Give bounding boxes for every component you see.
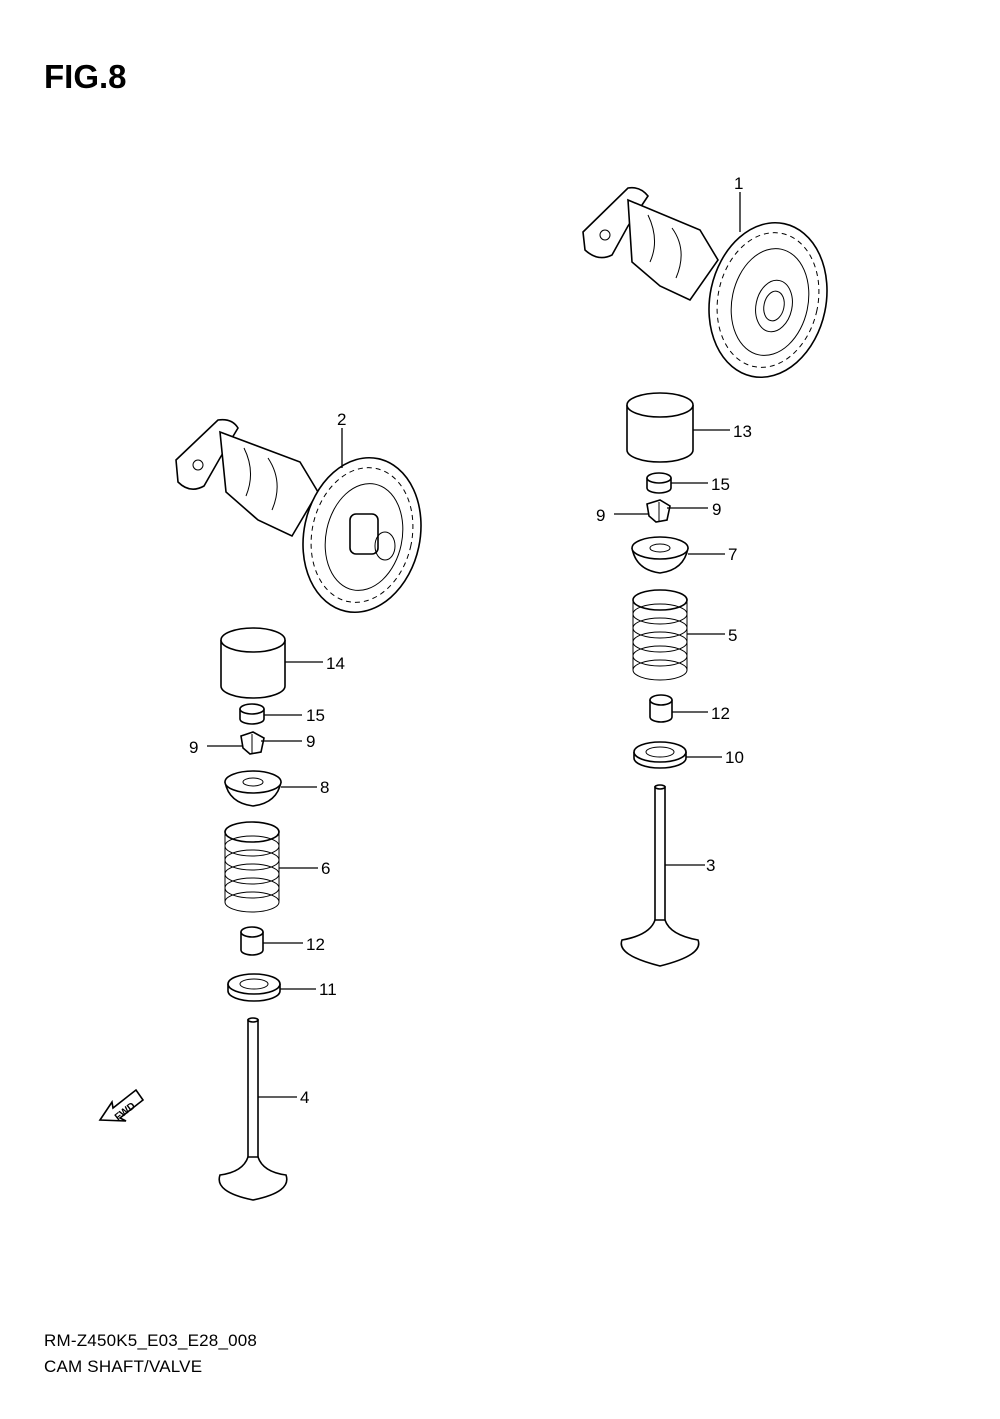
- camshaft-2: [175, 418, 422, 614]
- spring-retainer-8: [224, 770, 282, 807]
- callout-15-right: 15: [711, 475, 730, 494]
- figure-title: FIG.8: [44, 58, 127, 95]
- valve-cotter-9-left: [240, 731, 265, 755]
- callout-5: 5: [728, 626, 737, 645]
- callout-6: 6: [321, 859, 330, 878]
- callout-4: 4: [300, 1088, 309, 1107]
- spring-seat-10: [633, 741, 687, 769]
- model-code: RM-Z450K5_E03_E28_008: [44, 1331, 258, 1350]
- callout-7: 7: [728, 545, 737, 564]
- callout-9-left-a: 9: [189, 738, 198, 757]
- valve-spring-6: [224, 821, 280, 913]
- spring-seat-11: [227, 973, 281, 1002]
- callout-8: 8: [320, 778, 329, 797]
- valve-stem-seal-12-right: [649, 694, 673, 723]
- callout-10: 10: [725, 748, 744, 767]
- callout-1: 1: [734, 174, 743, 193]
- valve-3: [620, 784, 700, 967]
- valve-lifter-14: [220, 627, 286, 699]
- valve-4: [218, 1017, 288, 1201]
- callout-3: 3: [706, 856, 715, 875]
- callout-15-left: 15: [306, 706, 325, 725]
- callout-14: 14: [326, 654, 345, 673]
- callout-9-right-a: 9: [596, 506, 605, 525]
- shim-15-left: [239, 703, 265, 725]
- callout-13: 13: [733, 422, 752, 441]
- spring-retainer-7: [631, 536, 689, 574]
- valve-lifter-13: [626, 392, 694, 463]
- valve-cotter-9-right: [646, 499, 671, 523]
- valve-spring-5: [632, 589, 688, 681]
- forward-direction-arrow: FWD: [98, 1088, 145, 1123]
- callout-11: 11: [319, 980, 337, 999]
- callout-9-right-b: 9: [712, 500, 721, 519]
- section-name: CAM SHAFT/VALVE: [44, 1357, 203, 1376]
- camshaft-1: [582, 186, 828, 379]
- callout-12-left: 12: [306, 935, 325, 954]
- valve-stem-seal-12-left: [240, 926, 264, 956]
- callout-12-right: 12: [711, 704, 730, 723]
- callout-2: 2: [337, 410, 346, 429]
- shim-15-right: [646, 472, 672, 494]
- callout-9-left-b: 9: [306, 732, 315, 751]
